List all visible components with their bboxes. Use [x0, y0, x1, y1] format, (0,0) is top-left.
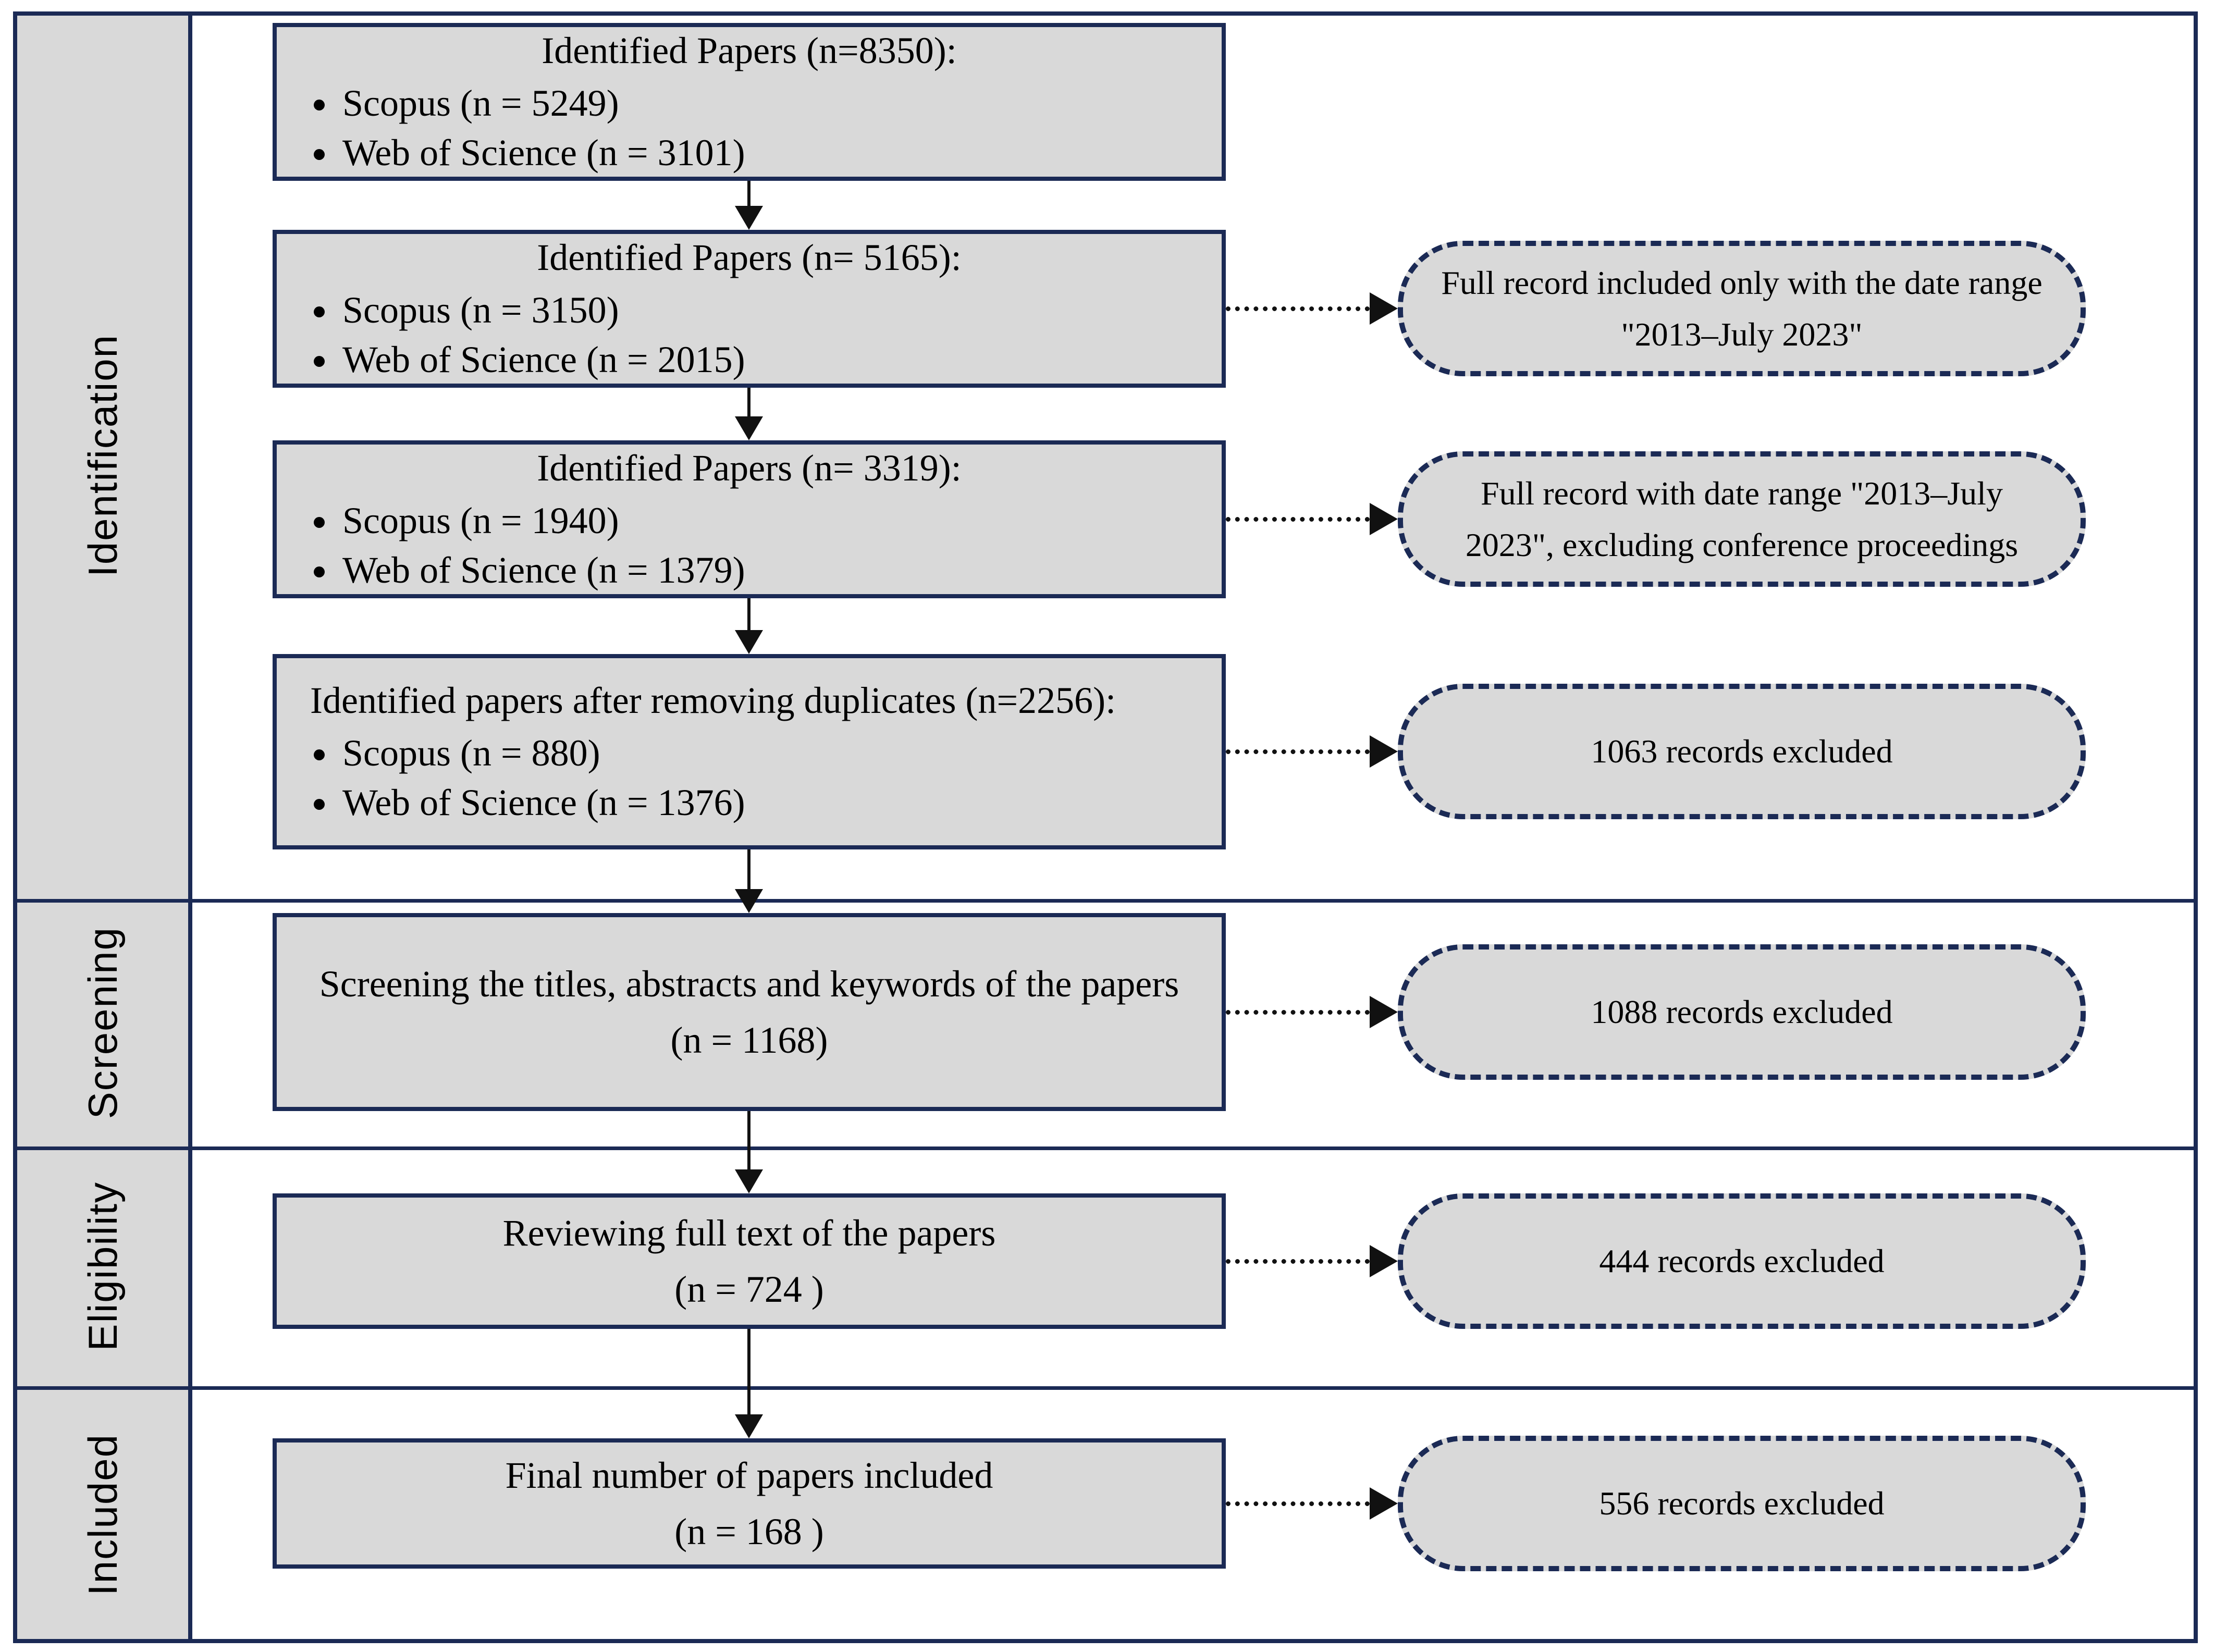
arrow-head-icon: [1370, 735, 1398, 768]
dotted-line: [1226, 1501, 1370, 1506]
arrow-head-icon: [735, 889, 763, 913]
box-title: Identified Papers (n=8350):: [542, 29, 957, 71]
bullet-scopus: Scopus (n = 3150): [339, 286, 1192, 335]
dotted-connector-4: [1226, 996, 1398, 1028]
arrow-line: [747, 1329, 750, 1415]
box-bullet-list: Scopus (n = 1940) Web of Science (n = 13…: [306, 496, 1192, 595]
down-arrow-2: [735, 388, 763, 440]
arrow-head-icon: [735, 1414, 763, 1438]
callout-excluded-556: 556 records excluded: [1398, 1436, 2086, 1571]
callout-text: 1088 records excluded: [1591, 993, 1893, 1031]
band-separator-2: [13, 1146, 2198, 1150]
arrow-head-icon: [1370, 292, 1398, 325]
callout-excluded-1088: 1088 records excluded: [1398, 944, 2086, 1080]
stage-sidebar: [13, 11, 192, 1643]
callout-text: 444 records excluded: [1599, 1242, 1885, 1280]
box-final-included: Final number of papers included (n = 168…: [273, 1438, 1226, 1569]
bullet-web-of-science: Web of Science (n = 3101): [339, 128, 1192, 178]
box-bullet-list: Scopus (n = 880) Web of Science (n = 137…: [306, 729, 1192, 828]
box-bullet-list: Scopus (n = 5249) Web of Science (n = 31…: [306, 79, 1192, 178]
box-bullet-list: Scopus (n = 3150) Web of Science (n = 20…: [306, 286, 1192, 385]
box-line-1: Screening the titles, abstracts and keyw…: [319, 963, 1179, 1005]
box-count: (n = 1168): [670, 1019, 828, 1061]
callout-text: 1063 records excluded: [1591, 733, 1893, 770]
box-title: Identified papers after removing duplica…: [310, 679, 1116, 721]
box-title: Identified Papers (n= 5165):: [537, 236, 962, 278]
arrow-line: [747, 849, 750, 890]
bullet-scopus: Scopus (n = 880): [339, 729, 1192, 778]
dotted-connector-3: [1226, 735, 1398, 768]
arrow-head-icon: [735, 416, 763, 440]
box-line-1: Final number of papers included: [505, 1454, 993, 1496]
arrow-head-icon: [1370, 503, 1398, 535]
down-arrow-5: [735, 1111, 763, 1193]
box-identified-papers-3: Identified Papers (n= 3319): Scopus (n =…: [273, 440, 1226, 598]
callout-text: Full record with date range "2013–July 2…: [1465, 474, 2019, 563]
arrow-head-icon: [1370, 1487, 1398, 1520]
arrow-head-icon: [1370, 996, 1398, 1028]
arrow-head-icon: [735, 630, 763, 654]
dotted-line: [1226, 1259, 1370, 1264]
dotted-line: [1226, 306, 1370, 311]
arrow-head-icon: [735, 1169, 763, 1193]
dotted-line: [1226, 749, 1370, 754]
dotted-line: [1226, 1009, 1370, 1015]
box-identified-papers-2: Identified Papers (n= 5165): Scopus (n =…: [273, 230, 1226, 388]
dotted-connector-1: [1226, 292, 1398, 325]
box-full-text-review: Reviewing full text of the papers (n = 7…: [273, 1193, 1226, 1329]
callout-exclude-proceedings: Full record with date range "2013–July 2…: [1398, 451, 2086, 587]
bullet-web-of-science: Web of Science (n = 1379): [339, 546, 1192, 595]
arrow-line: [747, 181, 750, 207]
arrow-head-icon: [1370, 1245, 1398, 1277]
bullet-scopus: Scopus (n = 5249): [339, 79, 1192, 128]
outer-frame: [13, 11, 2198, 1643]
band-separator-1: [13, 899, 2198, 903]
down-arrow-1: [735, 181, 763, 230]
box-screening: Screening the titles, abstracts and keyw…: [273, 913, 1226, 1111]
down-arrow-6: [735, 1329, 763, 1438]
box-title: Identified Papers (n= 3319):: [537, 447, 962, 489]
arrow-line: [747, 598, 750, 631]
bullet-scopus: Scopus (n = 1940): [339, 496, 1192, 546]
callout-text: 556 records excluded: [1599, 1485, 1885, 1522]
down-arrow-3: [735, 598, 763, 654]
box-count: (n = 168 ): [674, 1511, 824, 1552]
down-arrow-4: [735, 849, 763, 913]
box-count: (n = 724 ): [674, 1268, 824, 1310]
bullet-web-of-science: Web of Science (n = 1376): [339, 778, 1192, 828]
bullet-web-of-science: Web of Science (n = 2015): [339, 335, 1192, 385]
callout-excluded-1063: 1063 records excluded: [1398, 684, 2086, 819]
arrow-line: [747, 1111, 750, 1170]
dotted-connector-2: [1226, 503, 1398, 535]
box-line-1: Reviewing full text of the papers: [502, 1212, 996, 1254]
box-identified-papers-1: Identified Papers (n=8350): Scopus (n = …: [273, 23, 1226, 181]
callout-date-range: Full record included only with the date …: [1398, 241, 2086, 376]
dotted-connector-5: [1226, 1245, 1398, 1277]
callout-excluded-444: 444 records excluded: [1398, 1193, 2086, 1329]
arrow-head-icon: [735, 206, 763, 230]
sidebar-divider: [188, 11, 192, 1643]
arrow-line: [747, 388, 750, 417]
box-after-duplicates: Identified papers after removing duplica…: [273, 654, 1226, 849]
dotted-connector-6: [1226, 1487, 1398, 1520]
dotted-line: [1226, 516, 1370, 522]
band-separator-3: [13, 1386, 2198, 1390]
callout-text: Full record included only with the date …: [1441, 264, 2042, 353]
